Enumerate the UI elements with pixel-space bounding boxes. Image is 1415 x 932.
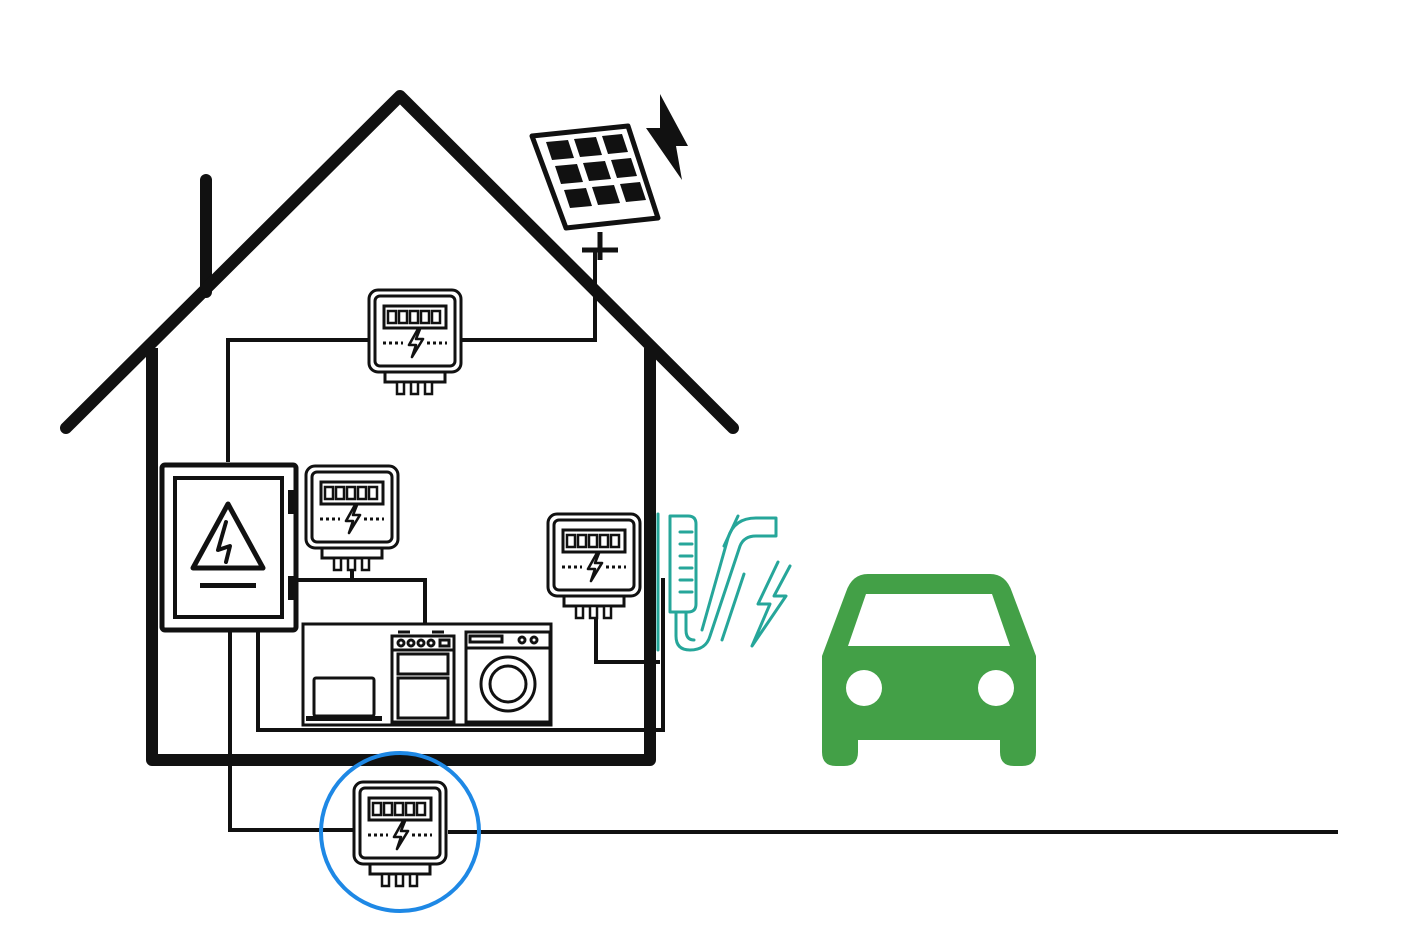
- car-icon: [822, 574, 1036, 766]
- ev-charger-meter-icon: [546, 512, 642, 620]
- laptop-icon: [306, 676, 382, 721]
- household-meter-icon: [304, 464, 400, 572]
- grid-meter-highlight-ring: [319, 751, 481, 913]
- wiring: [226, 232, 1338, 834]
- oven-icon: [390, 630, 456, 724]
- washing-machine-icon: [464, 630, 552, 724]
- grid-meter-icon: [352, 780, 448, 888]
- high-voltage-warning-icon: [190, 501, 266, 588]
- house-outline: [60, 90, 739, 766]
- distribution-board-icon: [159, 462, 299, 633]
- solar-meter-icon: [367, 288, 463, 396]
- solar-panel-icon: [529, 123, 661, 231]
- appliances-group: [301, 622, 553, 727]
- ev-charger-icon: [656, 512, 792, 652]
- lightning-bolt-icon: [646, 94, 688, 180]
